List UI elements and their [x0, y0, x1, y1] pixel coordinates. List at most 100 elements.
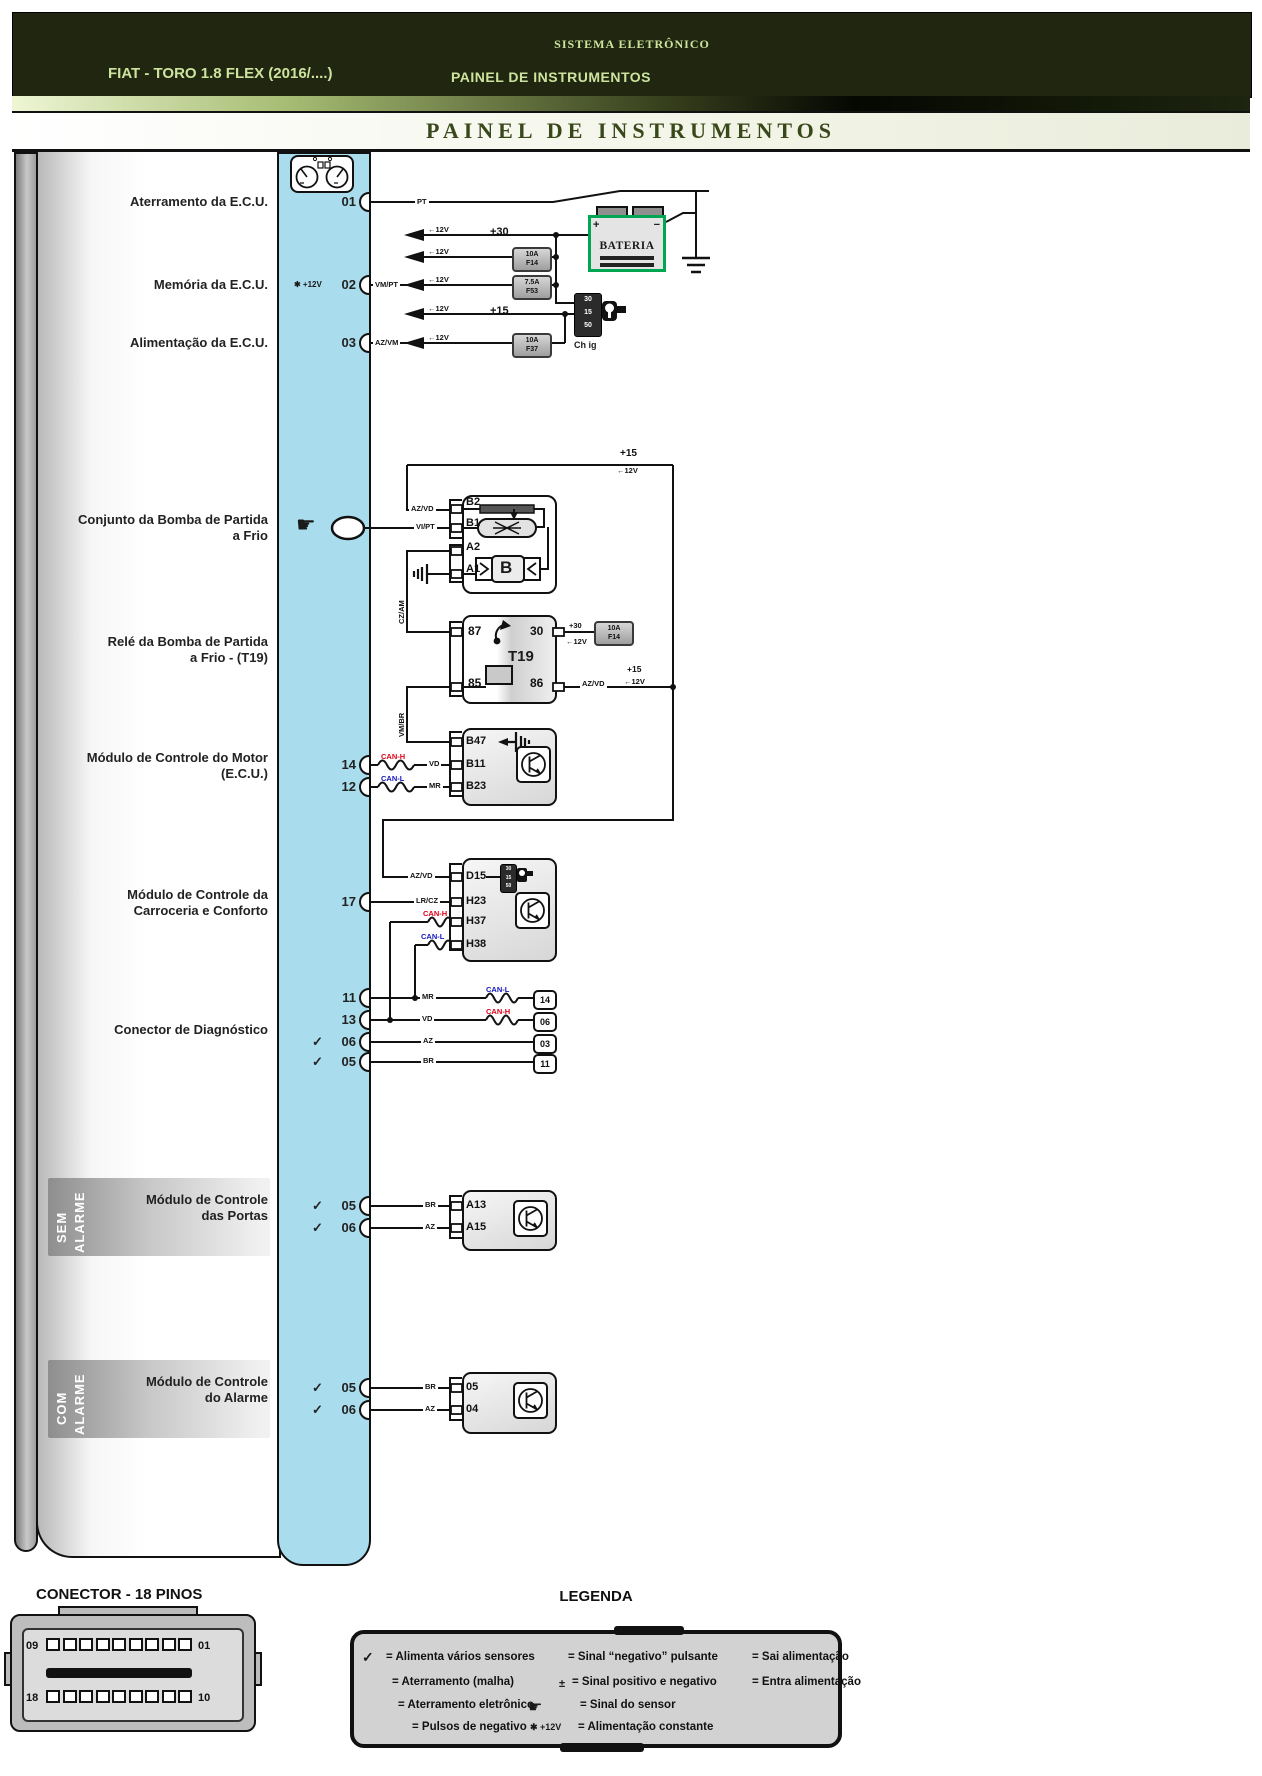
- wire-az-alarme: AZ: [423, 1404, 437, 1413]
- connector-label-09: 09: [26, 1640, 39, 1652]
- row-label-portas-2: das Portas: [201, 1208, 268, 1223]
- ecu-motor-pins: [450, 737, 463, 792]
- legend-plusminus: ±: [559, 1678, 566, 1690]
- row-label-carroceria-1: Módulo de Controle da: [127, 887, 268, 902]
- pump-pin-b2: B2: [466, 496, 481, 508]
- diag-target-06: 06: [533, 1012, 557, 1032]
- legend-text-6: = Sinal positivo e negativo: [572, 1676, 717, 1688]
- body-computer-pins: [450, 872, 463, 950]
- plus30-label: +30: [490, 226, 509, 238]
- pin-01: 01: [341, 194, 356, 209]
- diag-target-03: 03: [533, 1034, 557, 1054]
- relay-pin-87: 87: [468, 624, 482, 638]
- check-alarme-06: ✓: [312, 1402, 323, 1417]
- relay-pin-30: 30: [530, 624, 544, 638]
- wire-czam: CZ/AM: [397, 600, 406, 624]
- transistor-icon-door: [513, 1200, 548, 1237]
- pump-circuit-wires: [365, 464, 673, 633]
- instrument-cluster-icon: [290, 155, 354, 193]
- battery-bar: [600, 256, 654, 260]
- plus15-pump: +15: [620, 448, 637, 459]
- wire-az-portas: AZ: [423, 1222, 437, 1231]
- v12-1: ←12V: [428, 225, 449, 234]
- transistor-icon-body: [515, 892, 550, 929]
- pin-17: 17: [341, 894, 356, 909]
- pin-14: 14: [341, 757, 356, 772]
- plus15-relay: +15: [627, 664, 642, 674]
- v12-3: ←12V: [428, 275, 449, 284]
- subsystem-title: PAINEL DE INSTRUMENTOS: [451, 69, 652, 85]
- can-h-diag: CAN-H: [486, 1007, 511, 1016]
- pump-pin-a2: A2: [466, 541, 481, 553]
- power-arrowheads: [404, 229, 568, 349]
- row-label-aterramento: Aterramento da E.C.U.: [130, 194, 268, 209]
- wire-azvd-86: AZ/VD: [580, 679, 607, 688]
- wire-vd-diag: VD: [420, 1014, 435, 1023]
- pin-02: 02: [341, 277, 356, 292]
- v12-4: ←12V: [428, 304, 449, 313]
- v12-relay30: ←12V: [566, 637, 587, 646]
- pin-portas-05: 05: [341, 1198, 356, 1213]
- vehicle-model: FIAT - TORO 1.8 FLEX (2016/....): [108, 65, 333, 82]
- check-portas-05: ✓: [312, 1198, 323, 1213]
- body-pin-d15: D15: [466, 870, 487, 882]
- ignition-label: Ch ig: [574, 340, 597, 350]
- electronic-ground-icon-b47: [498, 732, 531, 752]
- pump-pin-a1: A1: [466, 563, 481, 575]
- battery-minus: −: [653, 219, 660, 231]
- row-label-alimentacao: Alimentação da E.C.U.: [130, 335, 268, 350]
- connector-pin: [145, 1690, 159, 1703]
- legend-text-9: = Sai alimentação: [752, 1651, 849, 1663]
- diag-target-11: 11: [533, 1054, 557, 1074]
- wire-lrcz: LR/CZ: [414, 896, 441, 905]
- system-title: SISTEMA ELETRÔNICO: [554, 37, 710, 51]
- relay-name: T19: [508, 648, 534, 665]
- connector-pin: [178, 1638, 192, 1651]
- connector-pin: [161, 1638, 176, 1651]
- check-portas-06: ✓: [312, 1220, 323, 1235]
- row-label-rele-2: a Frio - (T19): [189, 650, 268, 665]
- sensor-hand-icon: ☛: [296, 512, 316, 537]
- constant-power-symbol: ✱ +12V: [294, 280, 322, 289]
- wire-azvm: AZ/VM: [373, 338, 401, 347]
- page-title: PAINEL DE INSTRUMENTOS: [426, 118, 836, 143]
- connector-label-18: 18: [26, 1692, 39, 1704]
- transistor-icon-motor: [516, 746, 551, 783]
- connector-pin: [46, 1638, 60, 1651]
- door-pin-a13: A13: [466, 1199, 487, 1211]
- header-bar: SISTEMA ELETRÔNICO FIAT - TORO 1.8 FLEX …: [12, 12, 1252, 98]
- connector-pin: [62, 1690, 77, 1703]
- diagnostic-junctions: [387, 995, 418, 1023]
- connector-pin: [62, 1638, 77, 1651]
- page-title-band: PAINEL DE INSTRUMENTOS: [12, 111, 1250, 152]
- pin-alarme-06: 06: [341, 1402, 356, 1417]
- connector-band: [277, 152, 371, 1566]
- relay-internals: [450, 620, 676, 692]
- body-pin-h37: H37: [466, 915, 487, 927]
- row-label-bomba-2: a Frio: [232, 528, 268, 543]
- legend-text-7: = Sinal do sensor: [580, 1699, 676, 1711]
- com-alarme-band: [48, 1360, 270, 1438]
- pump-pin-b1: B1: [466, 517, 481, 529]
- battery-label: BATERIA: [599, 240, 655, 252]
- can-l-diag: CAN-L: [486, 985, 510, 994]
- relay-wires: [382, 465, 674, 878]
- body-pin-h23: H23: [466, 895, 487, 907]
- electronic-ground-icon-a1: [412, 564, 436, 584]
- v12-relay86: ←12V: [624, 677, 645, 686]
- wire-azvd-b2: AZ/VD: [409, 504, 436, 513]
- legend-text-10: = Entra alimentação: [752, 1676, 861, 1688]
- row-label-alarme-1: Módulo de Controle: [145, 1374, 268, 1389]
- sem-alarme-band: [48, 1178, 270, 1256]
- ignition-key-icon-mini: [517, 868, 533, 882]
- legend-text-5: = Sinal “negativo” pulsante: [568, 1651, 718, 1663]
- connector-label-01: 01: [198, 1640, 211, 1652]
- v12-2: ←12V: [428, 247, 449, 256]
- alarm-pin-04: 04: [466, 1403, 479, 1415]
- wire-vipt: VI/PT: [414, 522, 437, 531]
- transistor-icon-alarm: [513, 1382, 548, 1419]
